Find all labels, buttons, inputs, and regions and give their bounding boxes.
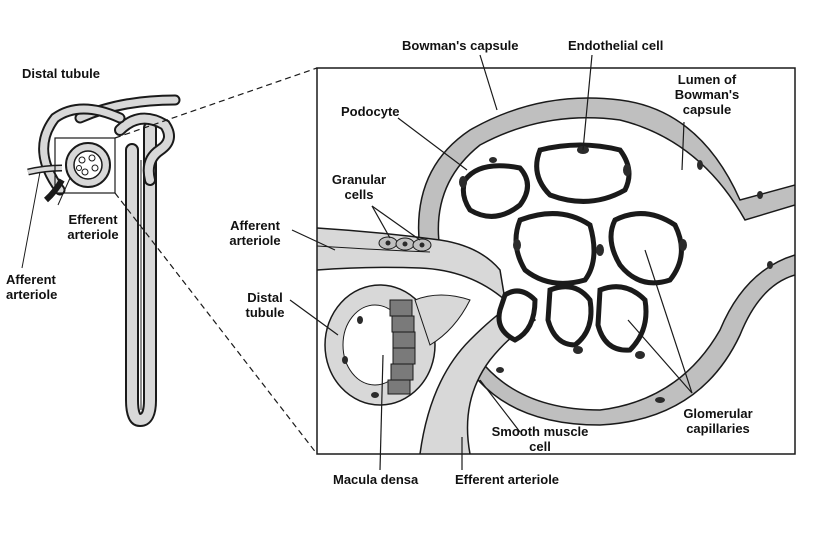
label-line: arteriole (229, 233, 281, 248)
leader-lines (289, 54, 693, 471)
granular-cells (378, 236, 432, 252)
capillary (460, 163, 530, 219)
capillary (534, 142, 632, 204)
label-line: Afferent (230, 218, 280, 233)
label-line: Lumen of (677, 72, 737, 87)
label-podocyte: Podocyte (341, 104, 400, 119)
inset (289, 54, 796, 471)
label-distal-tubule-top: Distal tubule (22, 66, 101, 81)
label-line: Distal (247, 290, 283, 305)
nuclei (342, 146, 773, 403)
capillary (608, 211, 684, 286)
label-line: Afferent (6, 272, 56, 287)
mesangial-cells (414, 294, 471, 346)
label-line: Efferent (68, 212, 118, 227)
label-line: arteriole (6, 287, 58, 302)
label-endothelial-cell: Endothelial cell (568, 38, 664, 53)
capillary (496, 288, 538, 343)
nephron-overview (21, 67, 318, 455)
zoom-line-top (114, 67, 318, 139)
label-afferent-arteriole-left: Afferent arteriole (6, 272, 57, 302)
label-line: capillaries (686, 421, 750, 436)
label-line: Glomerular (683, 406, 753, 421)
label-bowmans-capsule: Bowman's capsule (402, 38, 519, 53)
lower-capsule-wall (469, 254, 795, 426)
label-efferent-arteriole-bottom: Efferent arteriole (455, 472, 560, 487)
capillary (545, 284, 594, 348)
label-line: Smooth muscle (491, 424, 589, 439)
capillary (595, 284, 649, 353)
distal-tubule-inset (324, 284, 436, 406)
label-line: capsule (682, 102, 732, 117)
glomerular-capillaries (460, 142, 684, 353)
label-distal-tubule-inset: Distal tubule (240, 290, 290, 320)
label-line: cell (529, 439, 551, 454)
bowmans-capsule-wall (417, 97, 795, 251)
label-lumen-bowmans-capsule: Lumen of Bowman's capsule (662, 72, 752, 117)
label-glomerular-capillaries: Glomerular capillaries (668, 406, 768, 436)
label-line: arteriole (67, 227, 119, 242)
label-granular-cells: Granular cells (324, 172, 394, 202)
label-smooth-muscle-cell: Smooth muscle cell (485, 424, 595, 454)
label-macula-densa: Macula densa (333, 472, 419, 487)
macula-densa-cells (387, 299, 416, 395)
label-line: tubule (245, 305, 285, 320)
magnify-box (54, 137, 116, 194)
label-line: cells (344, 187, 374, 202)
label-line: Bowman's (674, 87, 740, 102)
label-line: Granular (331, 172, 387, 187)
zoom-line-bottom (114, 192, 318, 455)
label-afferent-arteriole-inset: Afferent arteriole (220, 218, 290, 248)
label-efferent-arteriole-left: Efferent arteriole (58, 212, 128, 242)
capillary (513, 211, 597, 286)
